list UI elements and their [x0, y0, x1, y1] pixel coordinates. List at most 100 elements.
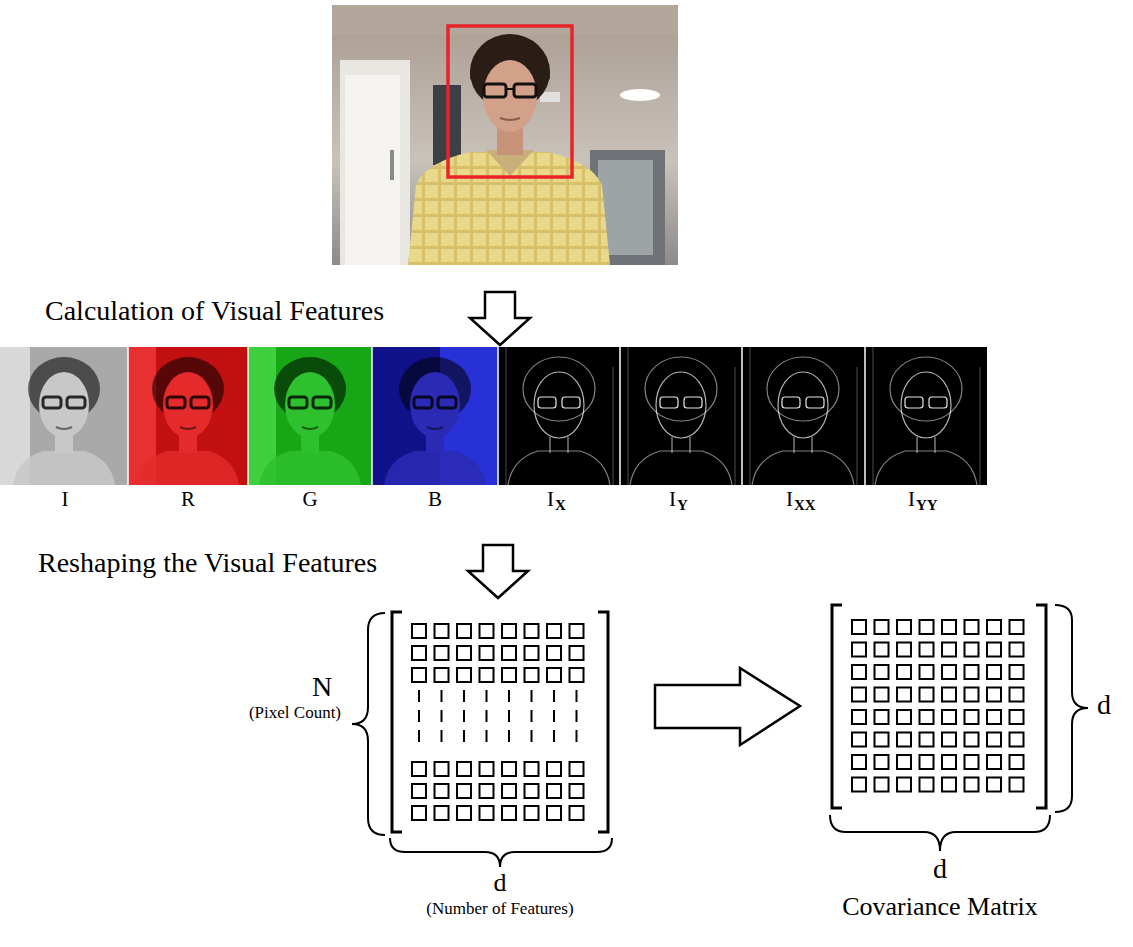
- matrix-cell: [987, 620, 1001, 634]
- feature-name: G: [302, 488, 317, 511]
- matrix-cell: [502, 806, 516, 820]
- matrix-cell: [965, 778, 979, 792]
- block-arrow: [655, 668, 800, 745]
- feature-subscript: Y: [677, 497, 688, 514]
- matrix-cell: [897, 733, 911, 747]
- block-arrow: [468, 545, 528, 598]
- feature-name: I: [669, 488, 676, 511]
- dimension-note: (Pixel Count): [249, 704, 341, 723]
- matrix-cell: [547, 762, 561, 776]
- ellipsis-dash: [576, 730, 578, 742]
- matrix-cell: [875, 733, 889, 747]
- feature-images: [0, 347, 987, 485]
- feature-subscript: YY: [916, 497, 938, 514]
- matrix-cells: [412, 624, 584, 820]
- matrix-cell: [502, 624, 516, 638]
- ellipsis-dash: [418, 690, 420, 702]
- matrix-cell: [435, 762, 449, 776]
- matrix-cell: [457, 624, 471, 638]
- matrix-cell: [987, 778, 1001, 792]
- ellipsis-dash: [531, 690, 533, 702]
- matrix-cell: [965, 733, 979, 747]
- matrix-cell: [942, 665, 956, 679]
- matrix-cell: [412, 762, 426, 776]
- matrix-cell: [525, 624, 539, 638]
- matrix-cell: [435, 806, 449, 820]
- matrix-cell: [875, 778, 889, 792]
- matrix-cell: [435, 624, 449, 638]
- dimension-label: N: [312, 672, 332, 703]
- ellipsis-dash: [508, 730, 510, 742]
- matrix-cell: [875, 620, 889, 634]
- matrix-cell: [457, 646, 471, 660]
- matrix-cell: [1010, 643, 1024, 657]
- matrix-cell: [920, 710, 934, 724]
- matrix-cell: [547, 784, 561, 798]
- feature-matrix: [392, 612, 608, 832]
- matrix-cell: [965, 665, 979, 679]
- matrix-cell: [920, 620, 934, 634]
- matrix-cell: [987, 665, 1001, 679]
- matrix-cell: [942, 688, 956, 702]
- ellipsis-dash: [441, 710, 443, 722]
- matrix-ellipsis: [419, 690, 577, 742]
- ellipsis-dash: [553, 730, 555, 742]
- matrix-cell: [480, 646, 494, 660]
- matrix-cell: [897, 710, 911, 724]
- matrix-cell: [525, 784, 539, 798]
- matrix-title: Covariance Matrix: [842, 893, 1038, 922]
- matrix-cell: [965, 755, 979, 769]
- matrix-cell: [920, 688, 934, 702]
- feature-name: I: [547, 488, 554, 511]
- matrix-cell: [502, 762, 516, 776]
- matrix-cell: [852, 778, 866, 792]
- feature-name: B: [428, 488, 442, 511]
- matrix-cell: [480, 668, 494, 682]
- matrix-cell: [875, 688, 889, 702]
- matrix-cell: [897, 643, 911, 657]
- feature-name: I: [62, 488, 69, 511]
- ellipsis-dash: [508, 690, 510, 702]
- matrix-cell: [965, 710, 979, 724]
- matrix-cell: [942, 755, 956, 769]
- matrix-cell: [920, 778, 934, 792]
- matrix-cell: [457, 806, 471, 820]
- matrix-cell: [435, 668, 449, 682]
- dimension-label: d: [933, 854, 947, 885]
- matrix-cell: [570, 806, 584, 820]
- matrix-cell: [547, 806, 561, 820]
- matrix-cell: [457, 784, 471, 798]
- matrix-cell: [920, 733, 934, 747]
- matrix-cell: [457, 668, 471, 682]
- matrix-cell: [412, 646, 426, 660]
- matrix-cell: [875, 755, 889, 769]
- matrix-cell: [480, 624, 494, 638]
- matrix-cell: [875, 710, 889, 724]
- feature-subscript: XX: [794, 497, 816, 514]
- matrix-cell: [570, 668, 584, 682]
- block-arrow: [470, 292, 530, 345]
- matrix-cell: [570, 624, 584, 638]
- matrix-cell: [852, 755, 866, 769]
- matrix-cell: [525, 806, 539, 820]
- matrix-cell: [920, 755, 934, 769]
- matrix-cell: [412, 806, 426, 820]
- ellipsis-dash: [418, 730, 420, 742]
- matrix-cell: [570, 646, 584, 660]
- feature-name: I: [786, 488, 793, 511]
- matrix-cell: [852, 710, 866, 724]
- ellipsis-dash: [486, 710, 488, 722]
- ellipsis-dash: [486, 730, 488, 742]
- matrix-cell: [1010, 778, 1024, 792]
- photo: [332, 5, 678, 265]
- matrix-cell: [547, 624, 561, 638]
- ellipsis-dash: [463, 690, 465, 702]
- matrix-cell: [412, 668, 426, 682]
- matrix-cell: [412, 624, 426, 638]
- matrix-cell: [987, 688, 1001, 702]
- matrix-cell: [987, 733, 1001, 747]
- ellipsis-dash: [531, 730, 533, 742]
- matrix-cell: [920, 665, 934, 679]
- matrix-cell: [1010, 665, 1024, 679]
